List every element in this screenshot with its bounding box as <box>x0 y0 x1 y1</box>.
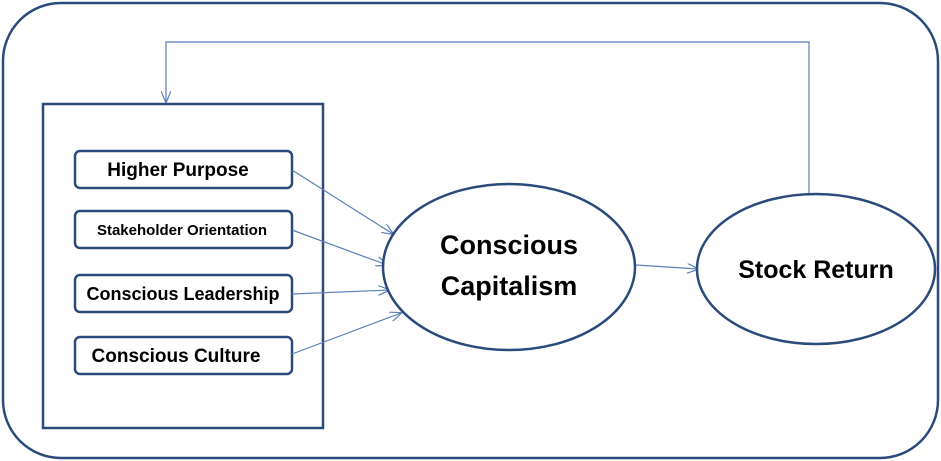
pillar-label-higher-purpose: Higher Purpose <box>107 160 248 181</box>
pillar-label-conscious-culture: Conscious Culture <box>92 346 261 367</box>
stock-return-node <box>695 192 937 346</box>
stock-return-label: Stock Return <box>738 256 894 284</box>
conscious-capitalism-node <box>381 182 637 352</box>
arrow-to-stock-return <box>635 265 698 269</box>
feedback-arrow <box>166 41 810 194</box>
arrow-conscious-culture <box>291 313 401 355</box>
pillar-box-conscious-culture <box>73 335 294 376</box>
pillar-box-higher-purpose <box>73 149 294 190</box>
arrow-stakeholder-orientation <box>291 229 387 265</box>
arrow-conscious-leadership <box>291 290 389 294</box>
conscious-capitalism-label-line1: Conscious <box>440 230 578 260</box>
pillar-box-stakeholder-orientation <box>73 209 294 250</box>
pillar-label-conscious-leadership: Conscious Leadership <box>86 284 279 304</box>
pillar-label-stakeholder-orientation: Stakeholder Orientation <box>97 222 267 239</box>
conscious-capitalism-label-line2: Capitalism <box>441 271 578 301</box>
arrow-higher-purpose <box>291 169 393 234</box>
